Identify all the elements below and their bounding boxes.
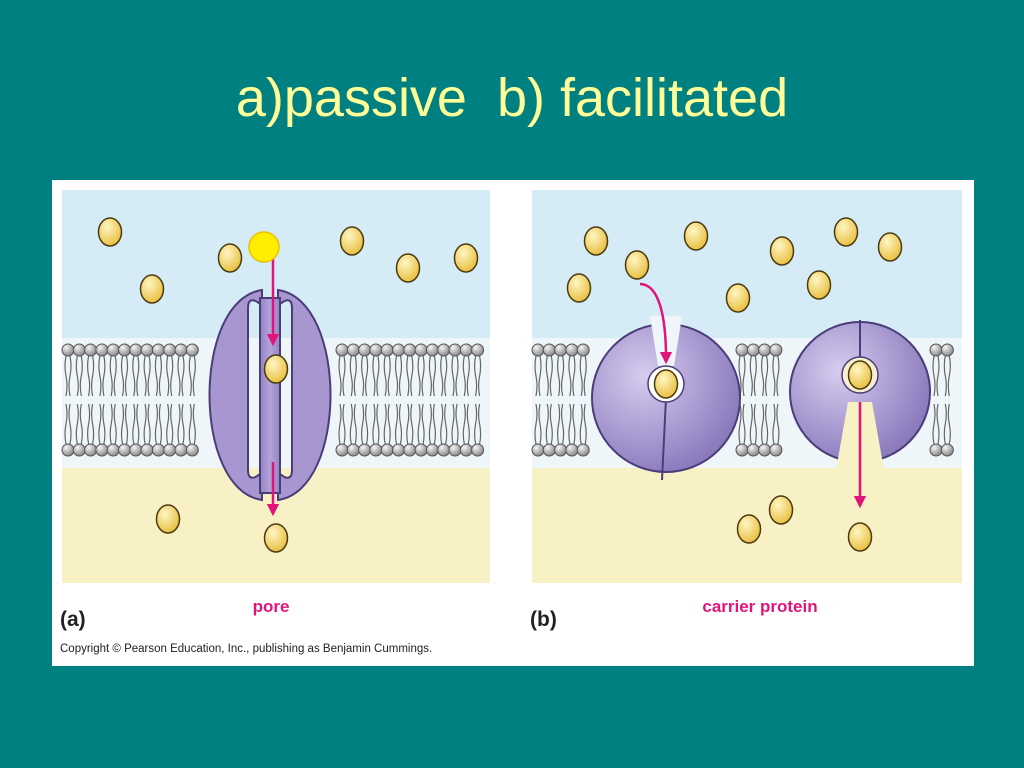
extracellular-fluid-b (532, 190, 962, 338)
solute-molecule (217, 243, 243, 273)
pore-channel (259, 297, 281, 494)
phospholipid (140, 343, 154, 457)
membrane-transport-figure: (a) pore Copyright © Pearson Education, … (52, 180, 974, 666)
phospholipid (769, 343, 783, 457)
solute-molecule (653, 369, 679, 399)
phospholipid (61, 343, 75, 457)
solute-molecule (768, 495, 794, 525)
solute-molecule (847, 360, 873, 390)
phospholipid (174, 343, 188, 457)
phospholipid (185, 343, 199, 457)
panel-b: (b) carrier protein (530, 190, 962, 631)
phospholipid (84, 343, 98, 457)
phospholipid (448, 343, 462, 457)
panel-b-letter: (b) (530, 608, 557, 631)
solute-molecule (806, 270, 832, 300)
solute-molecule (736, 514, 762, 544)
phospholipid (380, 343, 394, 457)
phospholipid (72, 343, 86, 457)
phospholipid (531, 343, 545, 457)
solute-molecule (725, 283, 751, 313)
solutes-a (97, 217, 479, 553)
phospholipid (414, 343, 428, 457)
solute-molecule (339, 226, 365, 256)
solute-molecule (263, 354, 289, 384)
highlighted-solute (248, 231, 280, 263)
solute-molecule (847, 522, 873, 552)
phospholipid (576, 343, 590, 457)
phospholipid (335, 343, 349, 457)
panel-b-caption: carrier protein (702, 597, 817, 616)
phospholipid (746, 343, 760, 457)
phospholipid (758, 343, 772, 457)
phospholipid (940, 343, 954, 457)
solute-molecule (583, 226, 609, 256)
phospholipid (471, 343, 485, 457)
copyright-text: Copyright © Pearson Education, Inc., pub… (60, 643, 432, 655)
phospholipid (459, 343, 473, 457)
panel-a: (a) pore Copyright © Pearson Education, … (60, 190, 490, 655)
phospholipid (735, 343, 749, 457)
solute-molecule (566, 273, 592, 303)
phospholipid (151, 343, 165, 457)
phospholipid (95, 343, 109, 457)
solute-molecule (769, 236, 795, 266)
solute-molecule (877, 232, 903, 262)
solute-molecule (155, 504, 181, 534)
phospholipid (346, 343, 360, 457)
pore-protein (208, 288, 332, 502)
phospholipid (437, 343, 451, 457)
solute-molecule (833, 217, 859, 247)
phospholipid (403, 343, 417, 457)
phospholipid (392, 343, 405, 457)
phospholipid (129, 343, 143, 457)
panel-a-letter: (a) (60, 608, 86, 631)
solute-molecule (97, 217, 123, 247)
figure-canvas: (a) pore Copyright © Pearson Education, … (60, 190, 962, 655)
solute-molecule (683, 221, 709, 251)
solute-molecule (624, 250, 650, 280)
phospholipid (929, 343, 943, 457)
phospholipid (106, 343, 120, 457)
lipid-bilayer-b (531, 343, 954, 457)
carrier-arrow-in (639, 282, 673, 365)
solute-molecule (139, 274, 165, 304)
solutes-b (566, 217, 903, 552)
phospholipid (565, 343, 579, 457)
solute-molecule (453, 243, 479, 273)
lipid-bilayer-a (61, 343, 485, 457)
slide-title: a)passive b) facilitated (235, 68, 789, 128)
solute-molecule (263, 523, 289, 553)
solute-molecule (395, 253, 421, 283)
panel-a-caption: pore (253, 597, 290, 616)
